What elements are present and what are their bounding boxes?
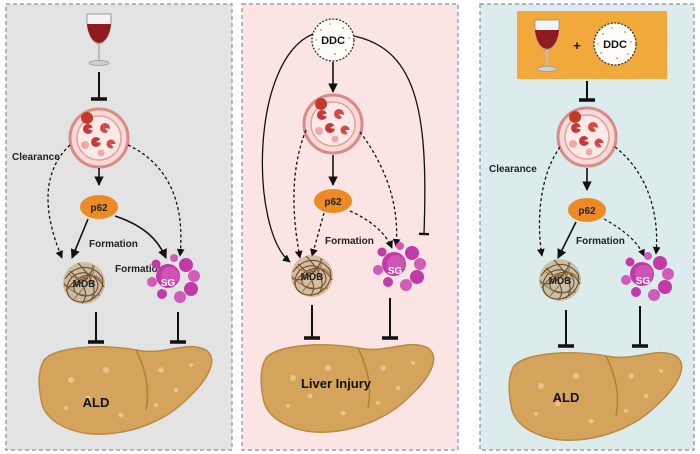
ddc-arrow-mdb <box>261 33 314 263</box>
mdb-label: MDB <box>73 279 96 290</box>
panel-alcohol: Clearance p62 Formation Formation MDB SG… <box>5 3 233 451</box>
lysosome-icon <box>68 107 130 169</box>
lysosome-icon <box>302 93 364 155</box>
formation-label: Formation <box>576 236 625 247</box>
formation-arrow-mdb <box>310 212 325 257</box>
mdb-label: MDB <box>301 272 324 283</box>
panel-ddc: DDC p62 Formation MDB SG Liver Injury <box>241 3 459 451</box>
clearance-arrow-mdb <box>47 144 71 259</box>
formation-arrow-sg <box>349 210 393 249</box>
sg-label: SG <box>388 266 403 277</box>
ddc-label: DDC <box>321 35 345 47</box>
clearance-label: Clearance <box>12 152 60 163</box>
p62-label: p62 <box>578 206 596 217</box>
outcome-label: Liver Injury <box>301 376 372 391</box>
p62-label: p62 <box>90 203 108 214</box>
formation-arrow-mdb <box>557 221 577 259</box>
ddc-label: DDC <box>603 39 627 51</box>
formation-arrow-sg <box>114 215 167 259</box>
formation-label: Formation <box>89 239 138 250</box>
clearance-label: Clearance <box>489 164 537 175</box>
ddc-inhibit-sg <box>353 35 430 236</box>
formation-arrow-sg <box>603 218 645 257</box>
clearance-arrow-sg <box>614 146 661 255</box>
clearance-arrow-sg <box>359 131 401 247</box>
lysosome-icon <box>556 106 618 168</box>
p62-label: p62 <box>324 197 342 208</box>
clearance-arrow-mdb <box>537 146 561 257</box>
outcome-label: ALD <box>83 395 110 410</box>
plus-sign: + <box>573 38 581 53</box>
formation-label-sg: Formation <box>115 264 164 275</box>
outcome-label: ALD <box>553 390 580 405</box>
sg-label: SG <box>161 278 176 289</box>
sg-label: SG <box>636 276 651 287</box>
formation-arrow-mdb <box>70 218 89 259</box>
formation-label: Formation <box>325 236 374 247</box>
clearance-arrow-sg <box>127 144 185 257</box>
panel-alcohol-plus-ddc: + DDC Clearance p62 Formation MDB SG ALD <box>479 3 695 451</box>
mdb-label: MDB <box>549 276 572 287</box>
